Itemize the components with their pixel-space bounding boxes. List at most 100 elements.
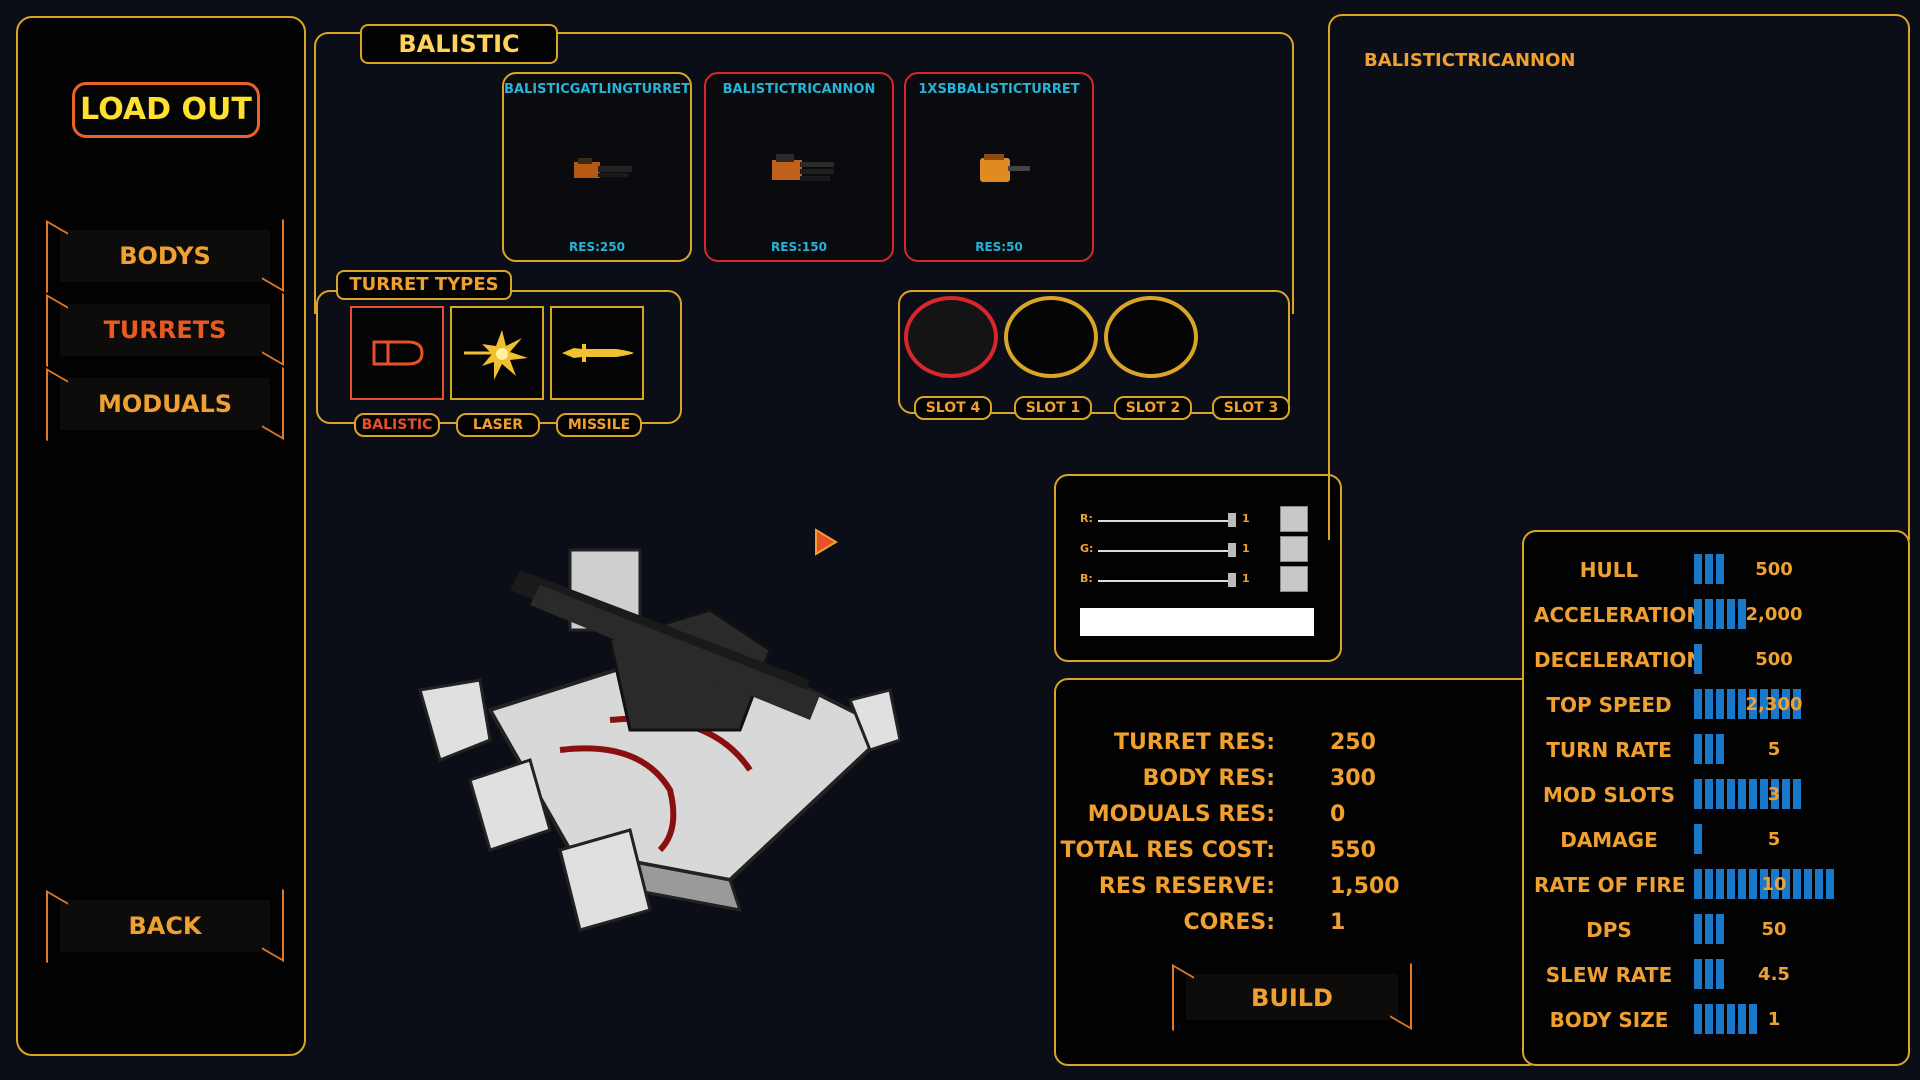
red-slider[interactable]: R: 1 bbox=[1080, 510, 1260, 530]
red-slider-handle[interactable] bbox=[1228, 513, 1236, 527]
tricannon-turret-icon bbox=[772, 154, 834, 181]
stat-label: RATE OF FIRE bbox=[1534, 873, 1686, 897]
stat-bar-segment bbox=[1749, 779, 1757, 809]
type-balistic-button[interactable] bbox=[350, 306, 444, 400]
back-button[interactable]: BACK bbox=[46, 877, 284, 975]
stat-bar bbox=[1694, 689, 1801, 719]
stat-bar-segment bbox=[1694, 869, 1702, 899]
stat-bar-segment bbox=[1716, 554, 1724, 584]
stat-bar bbox=[1694, 959, 1724, 989]
menu-item-moduals[interactable]: MODUALS bbox=[46, 355, 284, 453]
menu-item-turrets[interactable]: TURRETS bbox=[46, 281, 284, 379]
stat-bar bbox=[1694, 554, 1724, 584]
type-missile-label: MISSILE bbox=[556, 413, 642, 437]
1xsb-turret-icon bbox=[980, 154, 1030, 182]
stat-bar-segment bbox=[1705, 779, 1713, 809]
stat-row: RATE OF FIRE 10 bbox=[1534, 869, 1864, 899]
moduals-res-row: MODUALS RES:0 bbox=[1087, 802, 1346, 827]
stat-bar-segment bbox=[1705, 1004, 1713, 1034]
stat-bar-segment bbox=[1771, 689, 1779, 719]
stat-bar-segment bbox=[1749, 689, 1757, 719]
total-res-row: TOTAL RES COST:550 bbox=[1060, 838, 1376, 863]
stat-label: SLEW RATE bbox=[1545, 963, 1673, 987]
stat-bar bbox=[1694, 914, 1724, 944]
type-balistic-label: BALISTIC bbox=[354, 413, 440, 437]
slot-4-label: SLOT 4 bbox=[914, 396, 992, 420]
stat-bar-segment bbox=[1694, 959, 1702, 989]
gatling-turret-icon bbox=[574, 158, 632, 178]
stat-bar-segment bbox=[1738, 869, 1746, 899]
menu-item-bodys[interactable]: BODYS bbox=[46, 207, 284, 305]
stat-bar bbox=[1694, 644, 1702, 674]
color-preview bbox=[1080, 608, 1314, 636]
red-slider-label: R: bbox=[1080, 512, 1093, 525]
unit-preview-model[interactable] bbox=[410, 530, 900, 950]
stat-bar bbox=[1694, 599, 1746, 629]
stat-bar-segment bbox=[1705, 599, 1713, 629]
stat-bar bbox=[1694, 824, 1702, 854]
stat-bar-segment bbox=[1705, 689, 1713, 719]
stat-value: 5 bbox=[1767, 829, 1781, 850]
turret-card-res: RES:50 bbox=[975, 240, 1023, 254]
stat-bar-segment bbox=[1705, 914, 1713, 944]
missile-icon bbox=[562, 344, 634, 362]
turret-card-res: RES:250 bbox=[569, 240, 625, 254]
stat-bar-segment bbox=[1694, 689, 1702, 719]
stat-bar-segment bbox=[1782, 689, 1790, 719]
stat-bar-segment bbox=[1694, 554, 1702, 584]
stat-bar-segment bbox=[1716, 869, 1724, 899]
stat-label: DPS bbox=[1586, 918, 1632, 942]
stat-bar-segment bbox=[1716, 689, 1724, 719]
stat-bar-segment bbox=[1705, 734, 1713, 764]
slot-2-button[interactable] bbox=[1104, 296, 1198, 378]
stat-bar-segment bbox=[1727, 779, 1735, 809]
turret-card-name: BALISTICTRICANNON bbox=[722, 82, 876, 97]
green-swatch-button[interactable] bbox=[1280, 536, 1308, 562]
stat-bar-segment bbox=[1749, 869, 1757, 899]
stat-bar-segment bbox=[1749, 1004, 1757, 1034]
stat-label: ACCELERATION bbox=[1534, 603, 1704, 627]
stat-bar-segment bbox=[1804, 869, 1812, 899]
slot-4-button[interactable] bbox=[904, 296, 998, 378]
bullet-icon bbox=[372, 340, 424, 366]
red-swatch-button[interactable] bbox=[1280, 506, 1308, 532]
detail-panel bbox=[1328, 14, 1910, 540]
turret-card-gatling[interactable]: BALISTICGATLINGTURRET RES:250 bbox=[502, 72, 692, 262]
turret-card-res: RES:150 bbox=[771, 240, 827, 254]
turret-card-tricannon[interactable]: BALISTICTRICANNON RES:150 bbox=[704, 72, 894, 262]
stat-value: 50 bbox=[1761, 919, 1787, 940]
slot-1-button[interactable] bbox=[1004, 296, 1098, 378]
blue-swatch-button[interactable] bbox=[1280, 566, 1308, 592]
turret-card-1xsb[interactable]: 1XSBBALISTICTURRET RES:50 bbox=[904, 72, 1094, 262]
stat-bar-segment bbox=[1826, 869, 1834, 899]
stat-bar-segment bbox=[1716, 779, 1724, 809]
stat-bar-segment bbox=[1738, 599, 1746, 629]
type-laser-button[interactable] bbox=[450, 306, 544, 400]
stat-bar-segment bbox=[1793, 869, 1801, 899]
stat-bar bbox=[1694, 1004, 1757, 1034]
stat-bar-segment bbox=[1738, 1004, 1746, 1034]
menu-item-label: MODUALS bbox=[97, 390, 233, 418]
stat-bar bbox=[1694, 779, 1801, 809]
stat-bar-segment bbox=[1694, 779, 1702, 809]
stat-bar bbox=[1694, 869, 1834, 899]
type-missile-button[interactable] bbox=[550, 306, 644, 400]
stat-bar-segment bbox=[1705, 554, 1713, 584]
back-label: BACK bbox=[128, 912, 202, 940]
stat-bar-segment bbox=[1727, 869, 1735, 899]
build-button[interactable]: BUILD bbox=[1172, 951, 1412, 1043]
cores-row: CORES:1 bbox=[1183, 910, 1346, 935]
green-slider[interactable]: G: 1 bbox=[1080, 540, 1260, 560]
type-laser-label: LASER bbox=[456, 413, 540, 437]
stat-bar-segment bbox=[1716, 599, 1724, 629]
cursor-icon bbox=[815, 528, 838, 556]
stat-bar-segment bbox=[1771, 869, 1779, 899]
blue-slider-handle[interactable] bbox=[1228, 573, 1236, 587]
stat-bar-segment bbox=[1771, 779, 1779, 809]
slot-3-label: SLOT 3 bbox=[1212, 396, 1290, 420]
blue-slider[interactable]: B: 1 bbox=[1080, 570, 1260, 590]
stat-bar-segment bbox=[1694, 1004, 1702, 1034]
stat-value: 10 bbox=[1761, 874, 1787, 895]
green-slider-handle[interactable] bbox=[1228, 543, 1236, 557]
